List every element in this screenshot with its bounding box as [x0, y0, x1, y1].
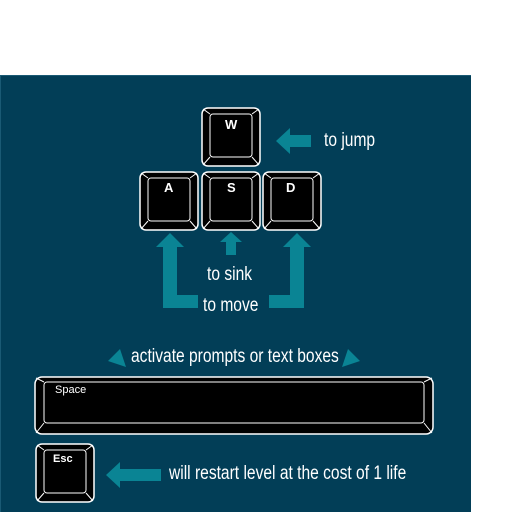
bent-arrow-left-move-icon	[156, 233, 198, 308]
a-key-shape	[139, 171, 199, 231]
arrow-down-right-icon	[106, 347, 126, 367]
arrow-left-jump-icon	[276, 128, 311, 154]
space-key: Space	[34, 376, 434, 435]
s-key-label: S	[227, 180, 236, 195]
caption-activate: activate prompts or text boxes	[131, 346, 339, 367]
space-key-label: Space	[55, 384, 87, 396]
s-key: S	[201, 171, 261, 231]
arrow-left-restart-icon	[106, 462, 161, 488]
arrow-up-sink-icon	[220, 232, 242, 255]
w-key-label: W	[225, 117, 238, 132]
caption-move: to move	[203, 295, 259, 316]
esc-key: Esc	[35, 443, 95, 503]
space-key-shape	[34, 376, 434, 435]
a-key: A	[139, 171, 199, 231]
esc-key-label: Esc	[53, 453, 73, 465]
d-key-shape	[262, 171, 322, 231]
bent-arrow-right-move-icon	[269, 233, 311, 308]
a-key-label: A	[164, 180, 174, 195]
arrow-down-left-icon	[342, 347, 362, 367]
caption-sink: to sink	[207, 264, 253, 285]
d-key: D	[262, 171, 322, 231]
esc-key-shape	[35, 443, 95, 503]
d-key-label: D	[286, 180, 296, 195]
w-key-shape	[201, 107, 261, 167]
caption-restart: will restart level at the cost of 1 life	[169, 463, 407, 484]
w-key: W	[201, 107, 261, 167]
caption-jump: to jump	[324, 130, 376, 151]
s-key-shape	[201, 171, 261, 231]
